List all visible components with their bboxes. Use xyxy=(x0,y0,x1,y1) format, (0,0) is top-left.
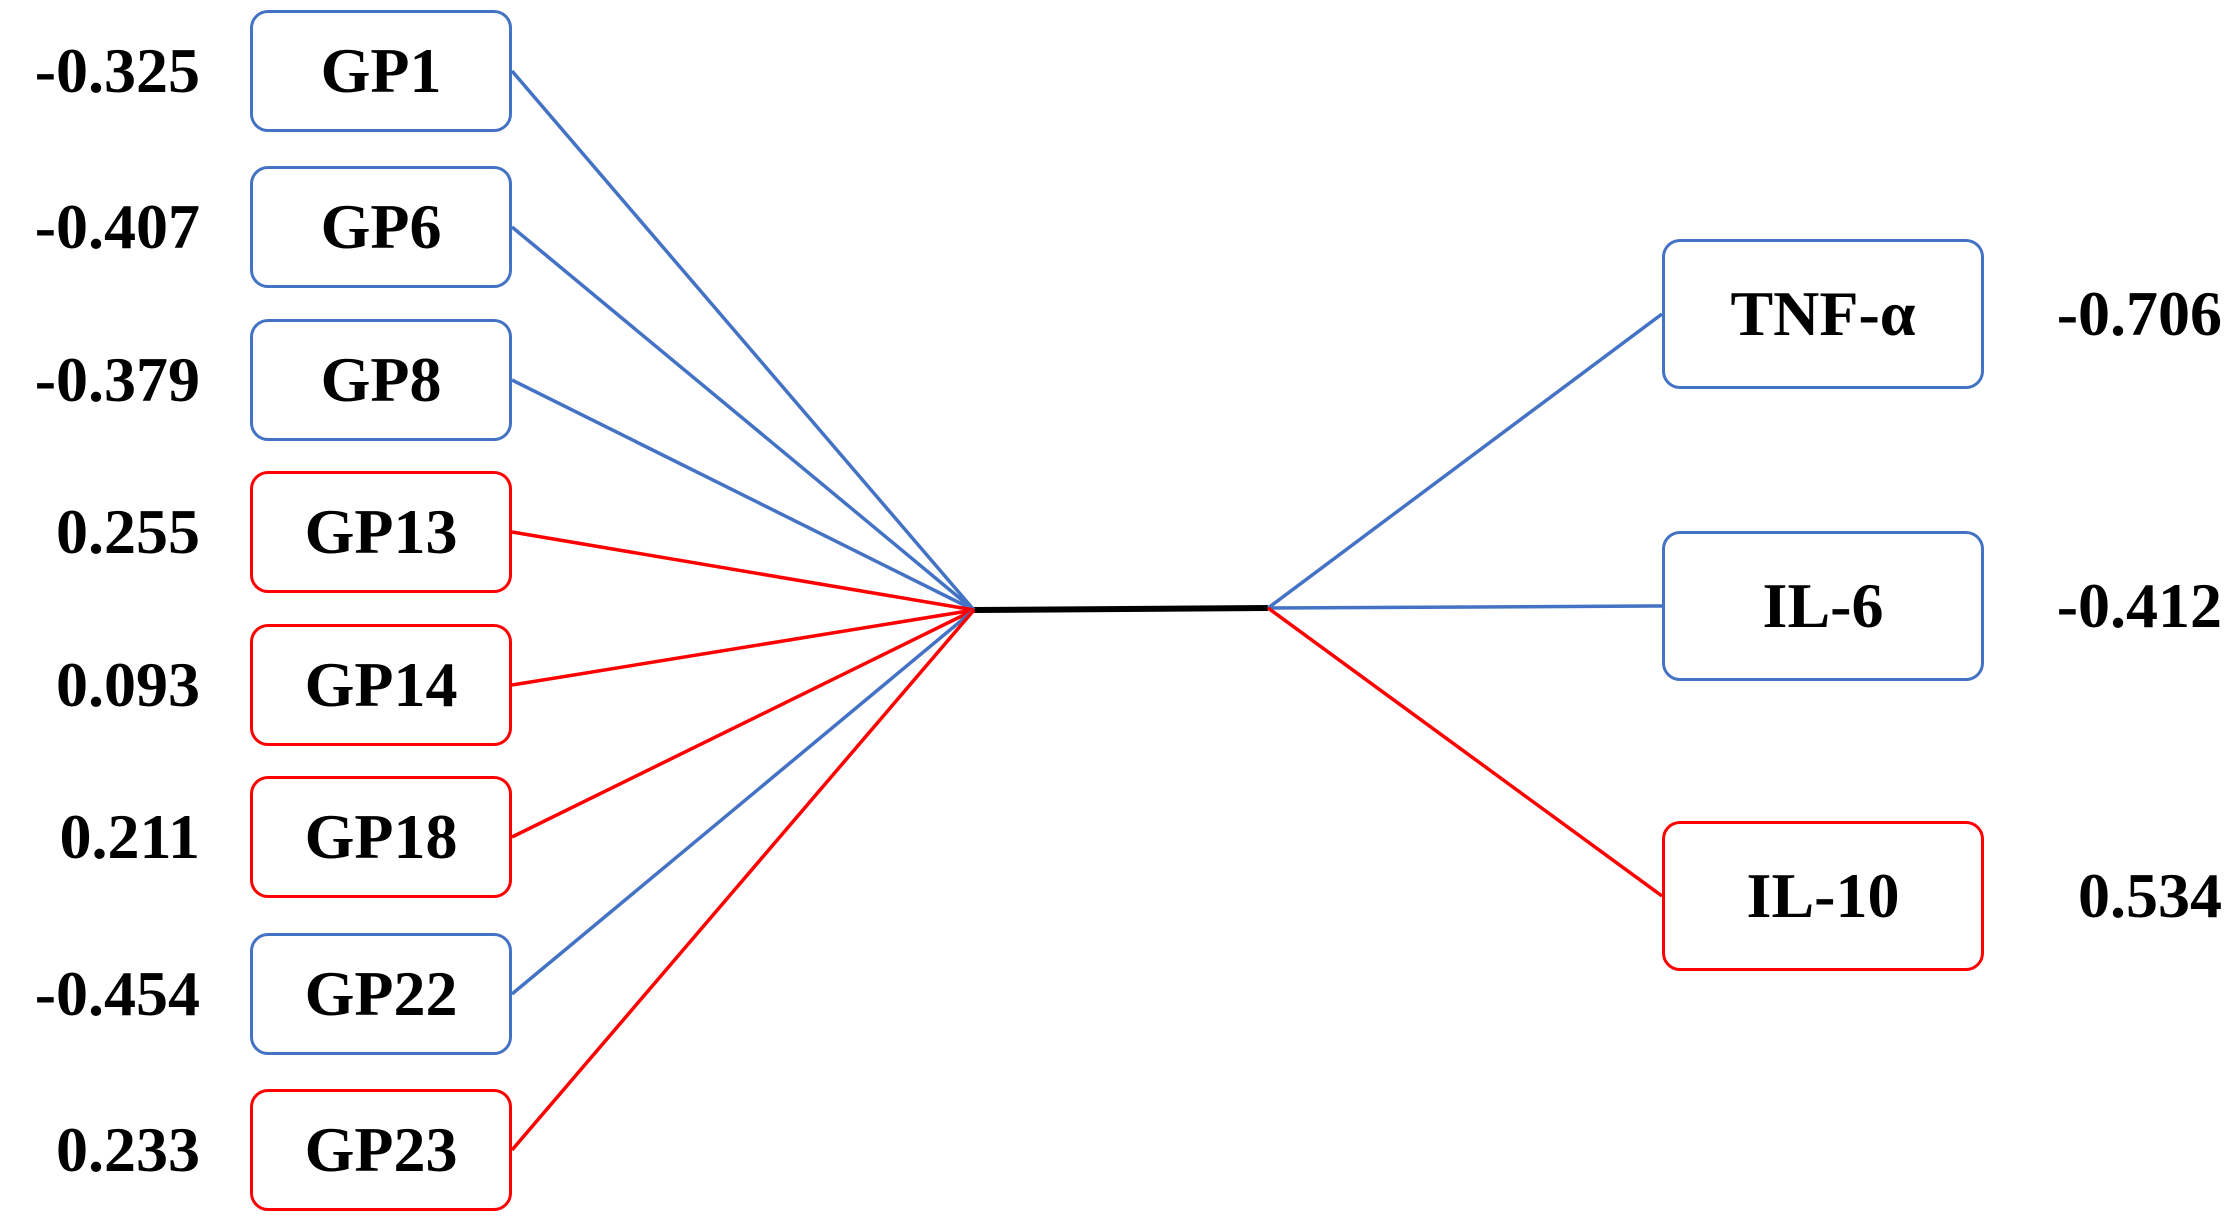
link-gp18 xyxy=(511,608,975,839)
link-gp6 xyxy=(510,225,976,612)
coef-gp8: -0.379 xyxy=(34,344,200,415)
coef-il6: -0.412 xyxy=(2056,570,2222,641)
coef-il10: 0.534 xyxy=(2078,860,2222,931)
node-gp6: GP6 xyxy=(250,166,512,288)
node-gp22: GP22 xyxy=(250,933,512,1055)
node-tnf: TNF-α xyxy=(1662,239,1984,389)
node-gp1: GP1 xyxy=(250,10,512,132)
node-gp8: GP8 xyxy=(250,319,512,441)
coef-gp1: -0.325 xyxy=(34,35,200,106)
node-il6: IL-6 xyxy=(1662,531,1984,681)
coef-tnf: -0.706 xyxy=(2056,278,2222,349)
node-gp18: GP18 xyxy=(250,776,512,898)
node-gp14: GP14 xyxy=(250,624,512,746)
coef-gp22: -0.454 xyxy=(34,958,200,1029)
link-il10 xyxy=(1266,606,1664,898)
coef-gp18: 0.211 xyxy=(59,801,200,872)
link-tnf xyxy=(1266,312,1664,610)
trunk-line xyxy=(973,605,1269,613)
link-gp23 xyxy=(510,608,976,1152)
coef-gp6: -0.407 xyxy=(34,191,200,262)
node-gp13: GP13 xyxy=(250,471,512,593)
coef-gp14: 0.093 xyxy=(56,649,200,720)
node-gp23: GP23 xyxy=(250,1089,512,1211)
coef-gp23: 0.233 xyxy=(56,1114,200,1185)
link-gp22 xyxy=(510,608,976,996)
link-il6 xyxy=(1267,604,1663,610)
link-gp13 xyxy=(511,530,975,612)
node-il10: IL-10 xyxy=(1662,821,1984,971)
link-gp1 xyxy=(510,69,976,612)
link-gp8 xyxy=(511,378,975,612)
link-gp14 xyxy=(511,608,975,687)
coef-gp13: 0.255 xyxy=(56,496,200,567)
